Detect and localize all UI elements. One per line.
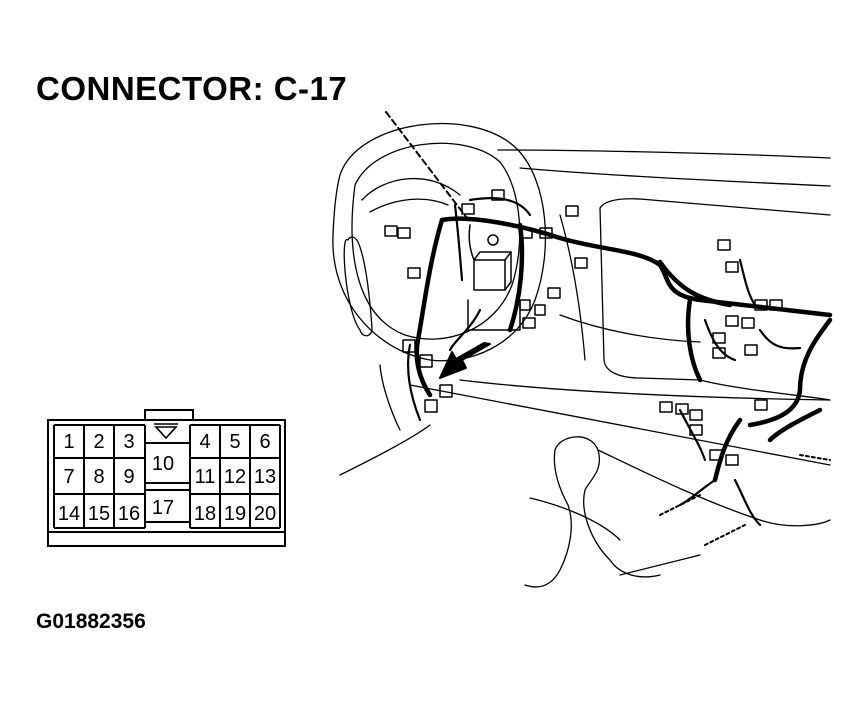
pin-label: 1 — [63, 431, 74, 453]
connector-latch — [144, 409, 194, 421]
connector-pointer-arrow[interactable] — [439, 342, 491, 379]
pin-label: 2 — [93, 431, 104, 453]
pin-label: 11 — [195, 466, 216, 488]
pin-label: 18 — [194, 503, 216, 525]
pin-label: 7 — [63, 466, 74, 488]
harness-connectors — [384, 189, 783, 466]
pin-label: 19 — [224, 503, 246, 525]
pin-label: 16 — [118, 503, 140, 525]
pin-label: 20 — [254, 503, 276, 525]
shift-console — [524, 436, 831, 588]
dashboard-outline — [339, 149, 831, 476]
pin-label: 6 — [259, 431, 270, 453]
pin-label: 15 — [88, 503, 110, 525]
pin-label: 14 — [58, 503, 80, 525]
junction-block — [467, 224, 521, 331]
pin-label: 3 — [123, 431, 134, 453]
connector-face — [47, 409, 286, 547]
pin-label: 4 — [199, 431, 210, 453]
wiring-harness — [414, 216, 833, 483]
dashed-wires — [659, 454, 831, 546]
pin-label: 9 — [123, 466, 134, 488]
diagram-title: CONNECTOR: C-17 — [36, 70, 348, 107]
leader-line — [385, 111, 471, 223]
pin-label: 10 — [152, 453, 174, 475]
pin-label: 5 — [229, 431, 240, 453]
pin-label: 13 — [254, 466, 276, 488]
figure-id: G01882356 — [36, 610, 146, 633]
pin-label: 17 — [152, 497, 174, 519]
pin-label: 12 — [224, 466, 246, 488]
pin-label: 8 — [93, 466, 104, 488]
connector-key-icon — [154, 423, 178, 440]
dashboard-illustration — [332, 111, 833, 588]
